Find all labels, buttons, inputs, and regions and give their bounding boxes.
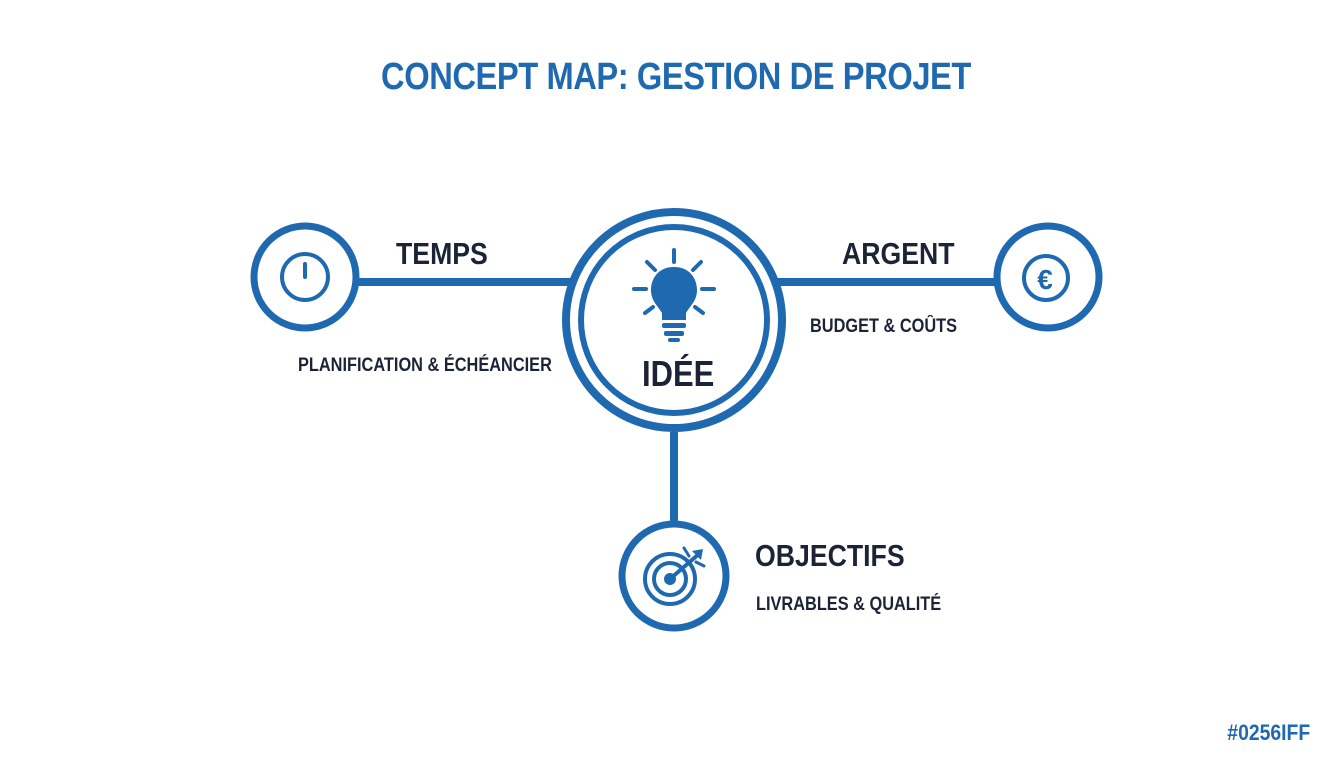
center-node[interactable] [562, 208, 786, 432]
lightbulb-icon [632, 248, 716, 342]
node-argent[interactable]: € [993, 222, 1103, 332]
node-temps-sublabel: PLANIFICATION & ÉCHÉANCIER [298, 355, 552, 376]
node-temps[interactable] [250, 222, 360, 332]
euro-icon: € [1022, 254, 1070, 302]
clock-icon [280, 252, 330, 302]
target-icon [643, 546, 706, 606]
node-temps-label: TEMPS [396, 236, 488, 271]
node-objectifs-sublabel: LIVRABLES & QUALITÉ [756, 594, 942, 615]
node-argent-sublabel: BUDGET & COÛTS [810, 316, 958, 337]
node-objectifs-label: OBJECTIFS [755, 538, 905, 573]
center-node-label: IDÉE [642, 353, 715, 394]
node-argent-label: ARGENT [842, 236, 955, 271]
node-objectifs[interactable] [618, 520, 730, 632]
corner-tag: #0256IFF [1227, 720, 1310, 745]
page-title: CONCEPT MAP: GESTION DE PROJET [381, 56, 971, 98]
svg-text:€: € [1037, 264, 1053, 295]
